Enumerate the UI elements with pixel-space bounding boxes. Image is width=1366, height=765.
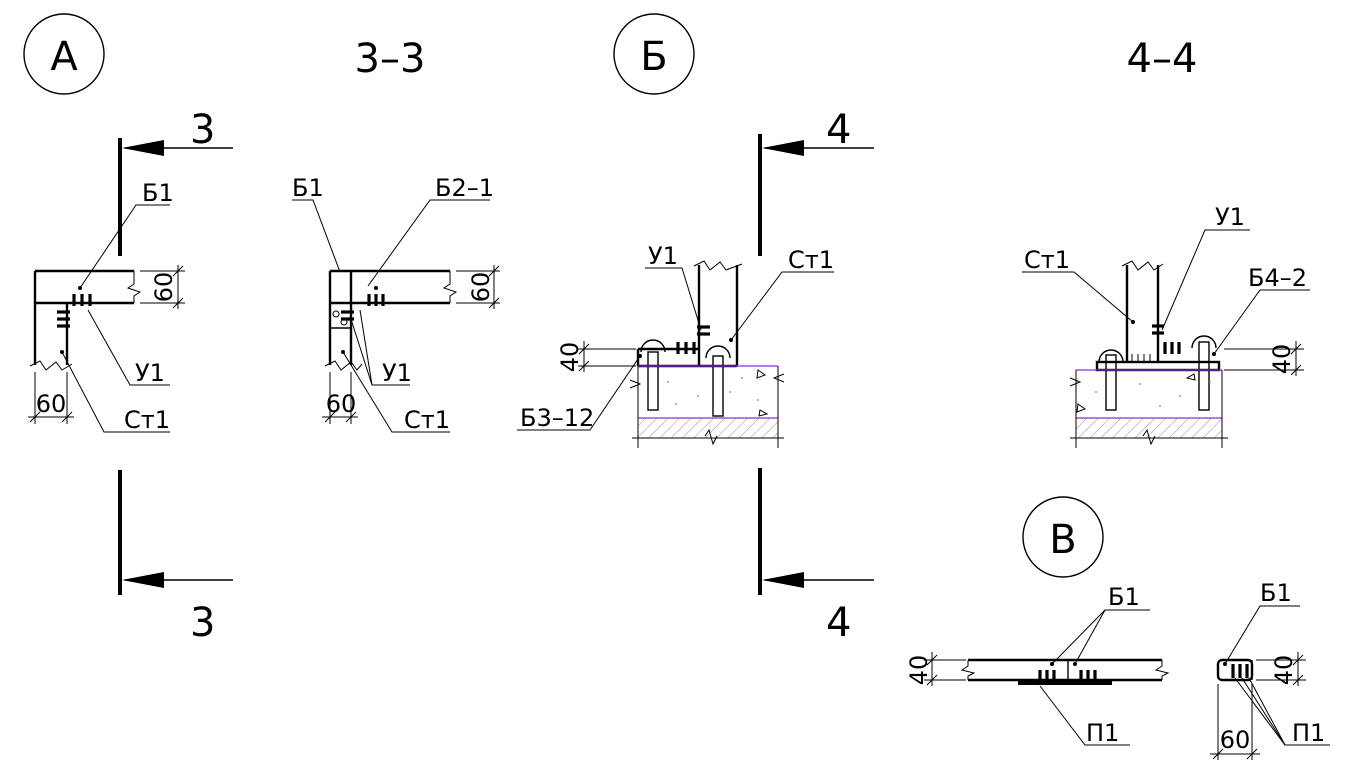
dim-60-horz-33: 60 [322,372,358,424]
plate-v-long [960,658,1170,685]
dimension-text: 60 [326,390,357,418]
view-b-marker: Б [613,13,695,95]
section-3-3-title: 3–3 [355,36,426,82]
dim-60-vert-33: 60 [456,265,500,309]
label-u1-44: У1 [1215,203,1245,231]
plate-v-end [1216,658,1254,682]
label-b4-2: Б4–2 [1248,264,1307,292]
foundation-44 [1069,260,1228,448]
foundation-b [629,260,785,448]
dimension-text: Б [640,34,667,80]
section-4-4-title: 4–4 [1127,36,1198,82]
label-b1-v-end: Б1 [1260,579,1292,607]
dim-60-v: 60 [1210,684,1260,760]
dimension-text: 40 [556,342,584,373]
dimension-text: 60 [467,272,495,303]
label-u1-a: У1 [135,359,165,387]
section-mark-top: 3 [190,107,215,153]
dimension-text: 40 [1268,344,1296,375]
label-b1-a: Б1 [142,179,174,207]
label-st1-a: Ст1 [124,406,170,434]
label-b1-33: Б1 [292,174,324,202]
dimension-text: 40 [905,655,933,686]
section-mark-bottom: 3 [190,600,215,646]
section-mark-4-bottom: 4 [826,600,851,646]
dim-40-b: 40 [556,341,636,372]
dim-60-vert-a: 60 [140,265,185,309]
dimension-text: 40 [1270,655,1298,686]
label-st1-33: Ст1 [404,406,450,434]
label-p1-v: П1 [1086,719,1119,747]
view-a-marker: А [23,13,105,95]
dim-40-v-left: 40 [905,652,966,686]
label-u1-33: У1 [382,359,412,387]
section-cut-4: 4 4 [758,107,874,646]
label-b1-v: Б1 [1108,583,1140,611]
label-st1-b: Ст1 [788,246,834,274]
plan-a-corner [29,269,142,371]
dimension-text: 60 [1220,726,1251,754]
dimension-text: 60 [36,390,67,418]
dim-40-v-right: 40 [1256,652,1306,686]
section-mark-4-top: 4 [826,107,851,153]
dimension-text: А [50,34,78,80]
dim-40-44: 40 [1224,341,1304,376]
section-cut-3: 3 3 [118,107,233,646]
label-b2-1: Б2–1 [435,174,494,202]
dimension-text: В [1049,517,1076,563]
label-u1-b: У1 [648,242,678,270]
view-v-marker: В [1022,496,1104,578]
dimension-text: 60 [150,272,178,303]
dim-60-horz-a: 60 [28,372,74,424]
label-b3-12: Б3–12 [520,404,594,432]
label-p1-v-end: П1 [1292,719,1325,747]
label-st1-44: Ст1 [1024,246,1070,274]
